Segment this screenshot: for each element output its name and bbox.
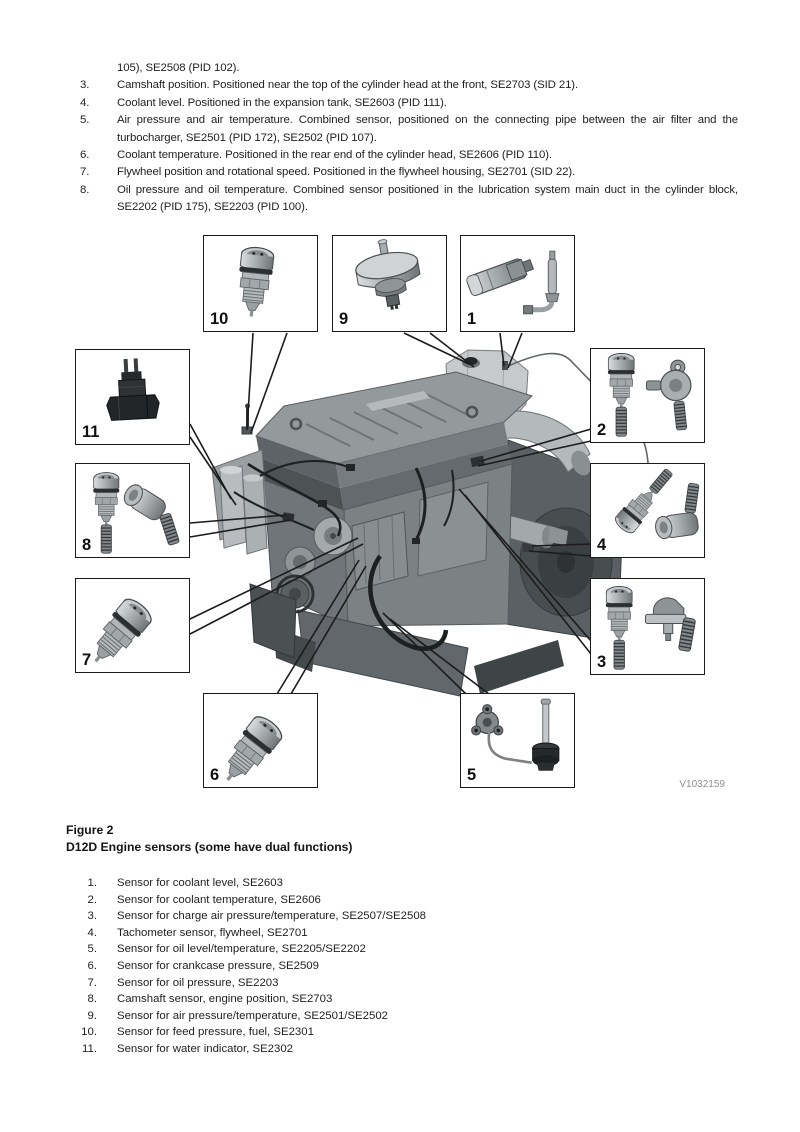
figure-id-watermark: V1032159 [679,779,725,790]
intro-item: 7. Flywheel position and rotational speed… [80,164,738,181]
legend-item-number: 10. [81,1026,97,1039]
callout-box-8: 8 [75,463,190,558]
legend-item-text: Sensor for charge air pressure/temperatu… [117,910,426,923]
intro-item: 4. Coolant level. Positioned in the expan… [80,95,738,112]
intro-item-text: Coolant temperature. Positioned in the r… [117,149,552,162]
intro-item-number [80,60,117,77]
intro-item-text: Coolant level. Positioned in the expansi… [117,96,447,109]
callout-number: 5 [467,766,477,784]
callout-box-7: 7 [75,578,190,673]
legend-item-number: 1. [87,877,98,889]
caption-title: D12D Engine sensors (some have dual func… [66,840,353,854]
legend-item: 4. Tachometer sensor, flywheel, SE2701 [67,925,727,942]
legend-item: 2. Sensor for coolant temperature, SE2606 [67,892,727,909]
callout-number: 4 [597,536,607,554]
intro-item: 6. Coolant temperature. Positioned in the… [80,147,738,164]
legend-item: 5. Sensor for oil level/temperature, SE22… [67,941,727,958]
callout-number: 2 [597,421,607,439]
intro-item-number: 6. [80,149,90,162]
intro-item: 105), SE2508 (PID 102). [80,60,738,77]
legend-item: 8. Camshaft sensor, engine position, SE27… [67,991,727,1008]
legend-item: 7. Sensor for oil pressure, SE2203 [67,975,727,992]
callout-box-1: 1 [460,235,575,332]
legend-item: 10. Sensor for feed pressure, fuel, SE230… [67,1024,727,1041]
callout-number: 10 [210,310,229,328]
legend-item-text: Sensor for feed pressure, fuel, SE2301 [117,1026,314,1039]
fuel-filters [211,449,269,555]
intro-item-number: 7. [80,166,90,179]
legend-item: 1. Sensor for coolant level, SE2603 [67,875,727,892]
intro-item-text: 105), SE2508 (PID 102). [117,62,240,74]
sensor-illustration-8 [76,464,181,557]
callout-number: 8 [82,536,92,554]
legend-item-number: 2. [87,893,98,906]
intro-item: 3. Camshaft position. Positioned near the… [80,77,738,94]
intro-item-number: 8. [80,183,90,196]
callout-box-3: 3 [590,578,705,675]
callout-box-11: 11 [75,349,190,445]
intro-item: 5. Air pressure and air temperature. Comb… [80,112,738,147]
intro-item-number: 4. [80,96,90,109]
sensor-illustration-7 [81,593,157,672]
legend-list: 1. Sensor for coolant level, SE2603 2. Sen… [67,875,727,1058]
callout-number: 1 [467,310,477,328]
callout-number: 11 [82,423,100,441]
legend-item-number: 7. [87,976,98,989]
sensor-illustration-9 [355,239,421,310]
legend-item-text: Sensor for coolant level, SE2603 [117,877,283,889]
legend-item-text: Sensor for crankcase pressure, SE2509 [117,959,319,972]
legend-item: 9. Sensor for air pressure/temperature, S… [67,1008,727,1025]
legend-item: 6. Sensor for crankcase pressure, SE2509 [67,958,727,975]
callout-box-10: 10 [203,235,318,332]
sensor-illustration-6 [213,711,287,787]
sensor-illustration-11 [106,358,160,421]
callout-box-9: 9 [332,235,447,332]
legend-item-text: Sensor for oil pressure, SE2203 [117,976,279,989]
legend-item-text: Sensor for water indicator, SE2302 [117,1042,294,1055]
legend-item-number: 4. [87,926,98,939]
caption-label: Figure 2 [66,823,114,837]
intro-item-text: Oil pressure and oil temperature. Combin… [117,183,738,214]
callout-box-6: 6 [203,693,318,788]
leader-lines [189,332,592,695]
callout-number: 3 [597,653,607,671]
legend-item-text: Sensor for oil level/temperature, SE2205… [117,943,366,956]
intro-list: 105), SE2508 (PID 102). 3. Camshaft posit… [80,60,738,217]
intro-item-number: 5. [80,114,90,127]
intro-item-text: Camshaft position. Positioned near the t… [117,79,579,92]
intro-item-text: Air pressure and air temperature. Combin… [117,114,738,144]
legend-item-number: 5. [87,943,98,956]
callout-number: 7 [82,651,92,669]
legend-item-number: 8. [87,993,98,1006]
legend-item: 3. Sensor for charge air pressure/tempera… [67,908,727,925]
legend-item-text: Tachometer sensor, flywheel, SE2701 [117,926,308,939]
legend-item-number: 3. [87,910,98,923]
belt-pulley [249,574,315,659]
callout-box-4: 4 [590,463,705,558]
oil-pan [274,609,564,697]
callout-box-5: 5 [460,693,575,788]
legend-item-number: 6. [87,959,98,972]
intro-item-number: 3. [80,79,90,92]
legend-item: 11. Sensor for water indicator, SE2302 [67,1041,727,1058]
legend-item-text: Sensor for air pressure/temperature, SE2… [117,1009,388,1022]
figure-caption: Figure 2 D12D Engine sensors (some have … [66,822,352,856]
intro-item: 8. Oil pressure and oil temperature. Comb… [80,182,738,217]
callout-number: 9 [339,310,349,328]
intro-item-text: Flywheel position and rotational speed. … [117,166,576,179]
legend-item-text: Camshaft sensor, engine position, SE2703 [117,993,333,1006]
legend-item-text: Sensor for coolant temperature, SE2606 [117,893,321,906]
sensor-illustration-2 [591,349,692,442]
sensor-illustration-5 [471,698,560,771]
callout-number: 6 [210,766,220,784]
legend-item-number: 9. [87,1009,98,1022]
legend-item-number: 11. [82,1042,97,1055]
callout-box-2: 2 [590,348,705,443]
sensor-illustration-4 [591,464,700,541]
sensor-illustration-1 [466,250,560,315]
sensor-illustration-3 [591,579,697,674]
